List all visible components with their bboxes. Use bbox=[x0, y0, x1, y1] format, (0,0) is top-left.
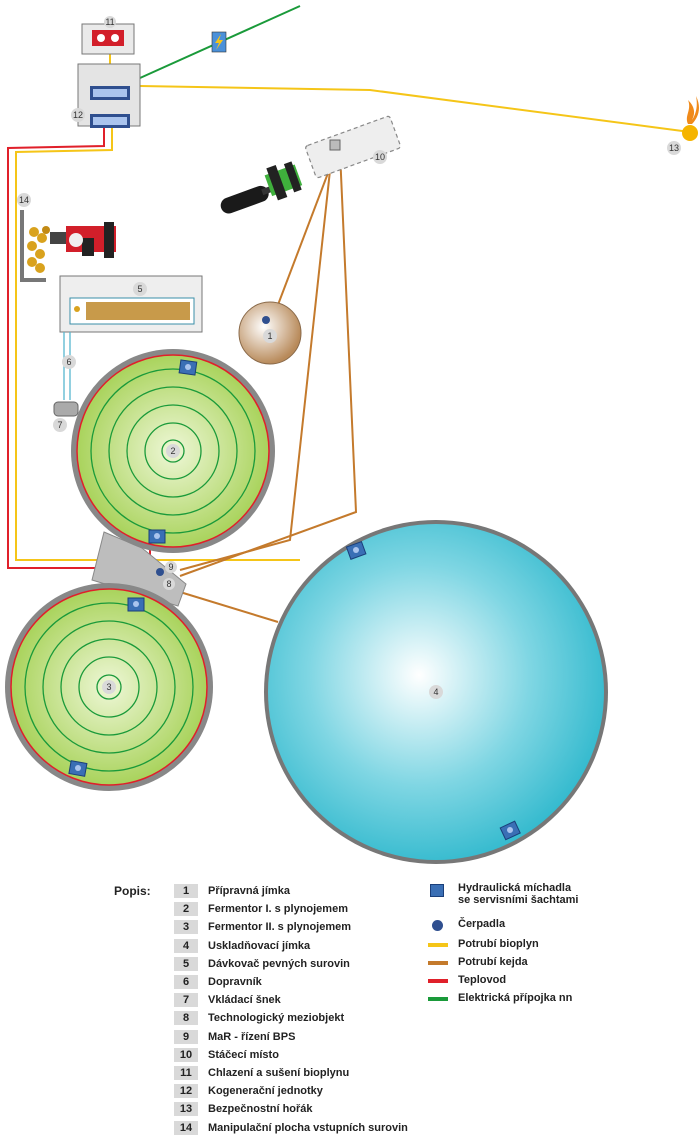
legend-slurry-label: Potrubí kejda bbox=[458, 956, 528, 968]
label-12: 12 bbox=[73, 110, 83, 120]
legend-item-text: Manipulační plocha vstupních surovin bbox=[208, 1121, 408, 1134]
biogas-plant-diagram: 13 11 12 10 bbox=[5, 5, 699, 864]
legend-pump-label: Čerpadla bbox=[458, 918, 506, 930]
legend-item-text: Stáčecí místo bbox=[208, 1048, 279, 1061]
legend-pump: Čerpadla bbox=[428, 918, 578, 938]
label-8: 8 bbox=[166, 579, 171, 589]
biogas-cooling-unit bbox=[81, 23, 135, 55]
legend-item-text: Přípravná jímka bbox=[208, 885, 290, 898]
electric-lightning-icon bbox=[211, 31, 227, 53]
legend-item-number: 10 bbox=[174, 1047, 198, 1062]
hydraulic-mixer-icon bbox=[68, 760, 88, 777]
legend-item-number: 5 bbox=[174, 956, 198, 971]
legend-item-number: 3 bbox=[174, 920, 198, 935]
legend-item-text: Fermentor I. s plynojemem bbox=[208, 903, 348, 916]
label-14: 14 bbox=[19, 195, 29, 205]
legend-item-number: 1 bbox=[174, 884, 198, 899]
legend-item-number: 11 bbox=[174, 1065, 198, 1080]
solid-feeder bbox=[59, 275, 203, 333]
legend-item-number: 9 bbox=[174, 1029, 198, 1044]
legend-slurry: Potrubí kejda bbox=[428, 956, 578, 974]
legend-item-text: Fermentor II. s plynojemem bbox=[208, 921, 352, 934]
legend-item: 6 Dopravník bbox=[174, 973, 408, 991]
legend-item-number: 2 bbox=[174, 902, 198, 917]
hydraulic-mixer-icon bbox=[148, 529, 166, 544]
legend-item-text: Dopravník bbox=[208, 976, 262, 989]
legend-electric-label: Elektrická přípojka nn bbox=[458, 992, 573, 1004]
legend-item-text: Kogenerační jednotky bbox=[208, 1085, 323, 1098]
label-13: 13 bbox=[669, 143, 679, 153]
legend-item: 3 Fermentor II. s plynojemem bbox=[174, 918, 408, 936]
hydraulic-mixer-icon bbox=[499, 820, 521, 841]
legend-title: Popis: bbox=[114, 884, 151, 898]
heat-line-swatch bbox=[428, 979, 448, 983]
legend-item-number: 6 bbox=[174, 975, 198, 990]
legend: Popis: 1 Přípravná jímka 2 Fermentor I. s p… bbox=[0, 876, 700, 1142]
input-material-area bbox=[20, 210, 116, 282]
legend-item-text: Chlazení a sušení bioplynu bbox=[208, 1066, 350, 1079]
label-3: 3 bbox=[106, 682, 111, 692]
label-6: 6 bbox=[66, 357, 71, 367]
slurry-line-swatch bbox=[428, 961, 448, 965]
legend-item-text: Uskladňovací jímka bbox=[208, 939, 311, 952]
legend-heat: Teplovod bbox=[428, 974, 578, 992]
hydraulic-mixer-icon bbox=[345, 540, 367, 560]
legend-item-number: 4 bbox=[174, 938, 198, 953]
label-7: 7 bbox=[57, 420, 62, 430]
legend-biogas-label: Potrubí bioplyn bbox=[458, 938, 539, 950]
feed-screw bbox=[53, 401, 79, 417]
legend-item-text: MaR - řízení BPS bbox=[208, 1030, 296, 1043]
legend-item-number: 13 bbox=[174, 1102, 198, 1117]
biogas-line-swatch bbox=[428, 943, 448, 947]
label-9: 9 bbox=[168, 562, 173, 572]
mixer-icon bbox=[430, 884, 444, 897]
legend-item-number: 12 bbox=[174, 1084, 198, 1099]
unloading-place bbox=[305, 115, 401, 179]
legend-item: 5 Dávkovač pevných surovin bbox=[174, 955, 408, 973]
legend-item: 7 Vkládací šnek bbox=[174, 991, 408, 1009]
hydraulic-mixer-icon bbox=[127, 597, 145, 612]
legend-item-text: Technologický meziobjekt bbox=[208, 1012, 345, 1025]
legend-item-text: Bezpečnostní hořák bbox=[208, 1103, 313, 1116]
legend-item-number: 8 bbox=[174, 1011, 198, 1026]
safety-flare bbox=[682, 96, 699, 141]
legend-item: 10 Stáčecí místo bbox=[174, 1046, 408, 1064]
legend-electric: Elektrická přípojka nn bbox=[428, 992, 578, 1010]
legend-mixer-line2: se servisními šachtami bbox=[458, 894, 579, 906]
slurry-pipes bbox=[179, 151, 358, 623]
legend-item-text: Dávkovač pevných surovin bbox=[208, 957, 350, 970]
legend-item: 9 MaR - řízení BPS bbox=[174, 1028, 408, 1046]
pump-symbol bbox=[156, 568, 164, 576]
label-10: 10 bbox=[375, 152, 385, 162]
legend-item: 4 Uskladňovací jímka bbox=[174, 937, 408, 955]
legend-item: 8 Technologický meziobjekt bbox=[174, 1009, 408, 1027]
legend-item: 1 Přípravná jímka bbox=[174, 882, 408, 900]
chp-units bbox=[77, 63, 141, 128]
label-1: 1 bbox=[267, 331, 272, 341]
legend-items: 1 Přípravná jímka 2 Fermentor I. s plynojem… bbox=[174, 882, 408, 1137]
tractor-with-tank bbox=[220, 161, 303, 214]
legend-item: 11 Chlazení a sušení bioplynu bbox=[174, 1064, 408, 1082]
label-2: 2 bbox=[170, 446, 175, 456]
legend-item: 13 Bezpečnostní hořák bbox=[174, 1100, 408, 1118]
legend-heat-label: Teplovod bbox=[458, 974, 507, 986]
legend-item-number: 14 bbox=[174, 1120, 198, 1135]
hydraulic-mixer-icon bbox=[178, 359, 198, 376]
legend-item: 2 Fermentor I. s plynojemem bbox=[174, 900, 408, 918]
legend-mixer-line1: Hydraulická míchadla bbox=[458, 882, 572, 894]
legend-item: 12 Kogenerační jednotky bbox=[174, 1082, 408, 1100]
legend-item-text: Vkládací šnek bbox=[208, 994, 281, 1007]
legend-biogas: Potrubí bioplyn bbox=[428, 938, 578, 956]
label-5: 5 bbox=[137, 284, 142, 294]
legend-item: 14 Manipulační plocha vstupních surovin bbox=[174, 1118, 408, 1136]
pump-icon bbox=[431, 920, 443, 931]
label-4: 4 bbox=[433, 687, 438, 697]
legend-item-number: 7 bbox=[174, 993, 198, 1008]
electric-line-swatch bbox=[428, 997, 448, 1001]
label-11: 11 bbox=[105, 17, 114, 27]
